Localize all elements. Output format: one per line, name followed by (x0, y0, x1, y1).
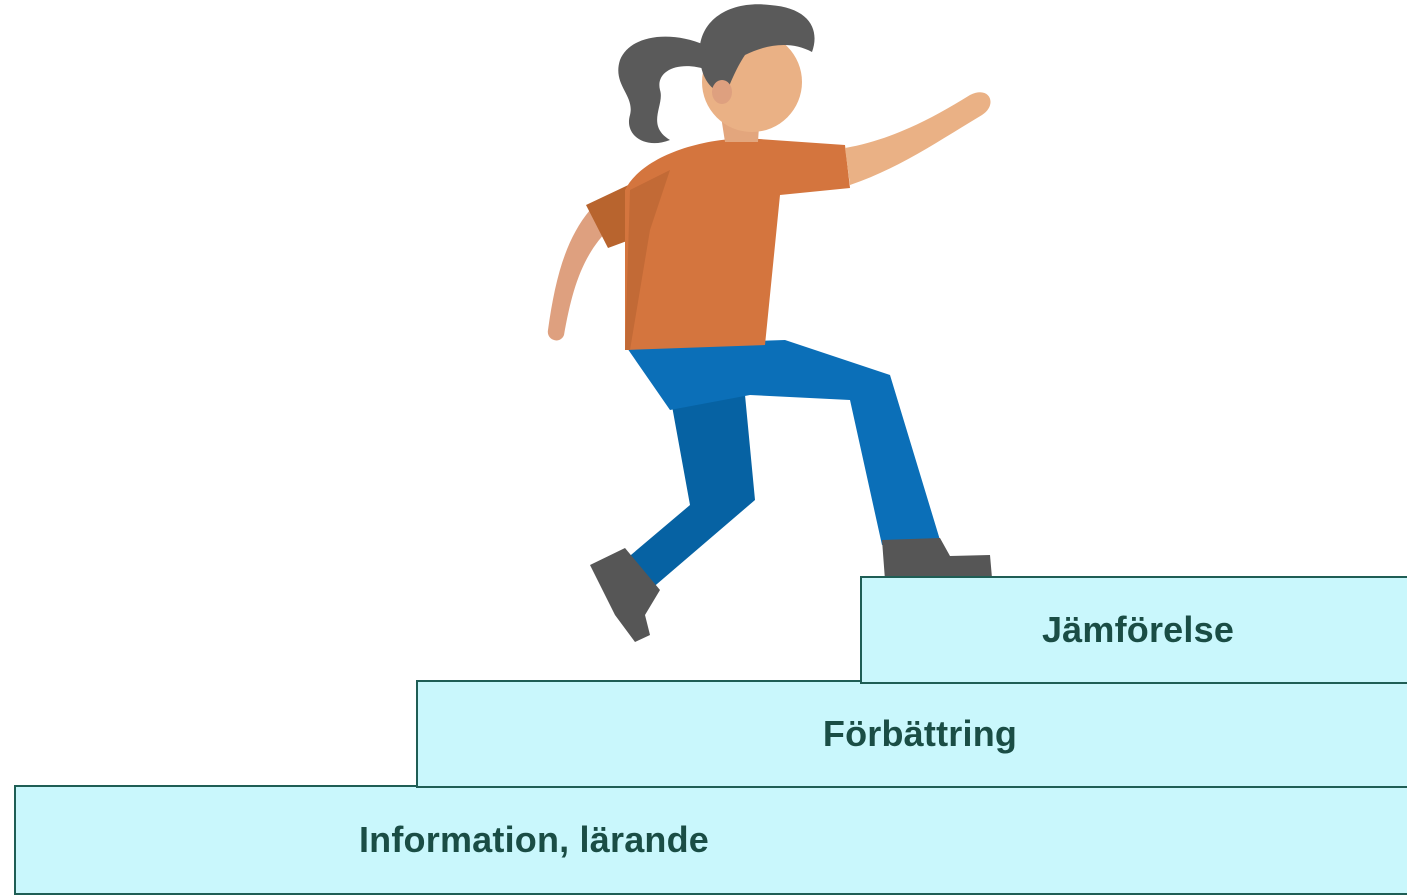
step-jamforelse: Jämförelse (860, 576, 1407, 684)
front-shoe (882, 538, 992, 580)
step-forbattring: Förbättring (416, 680, 1407, 788)
ponytail (618, 36, 708, 144)
climbing-person-icon (547, 4, 992, 642)
step-label: Förbättring (822, 713, 1018, 754)
back-shoe (590, 548, 660, 642)
back-arm (547, 210, 610, 341)
step-information-larande: Information, lärande (14, 785, 1407, 895)
shirt (625, 138, 850, 350)
back-leg (625, 380, 755, 590)
climbing-person-illustration (520, 0, 1010, 650)
hair (699, 4, 815, 96)
ear (712, 80, 732, 104)
front-arm (845, 92, 991, 185)
step-label: Information, lärande (358, 819, 710, 860)
step-label: Jämförelse (1041, 609, 1235, 650)
shirt-shadow (625, 170, 670, 350)
front-leg (625, 340, 940, 545)
